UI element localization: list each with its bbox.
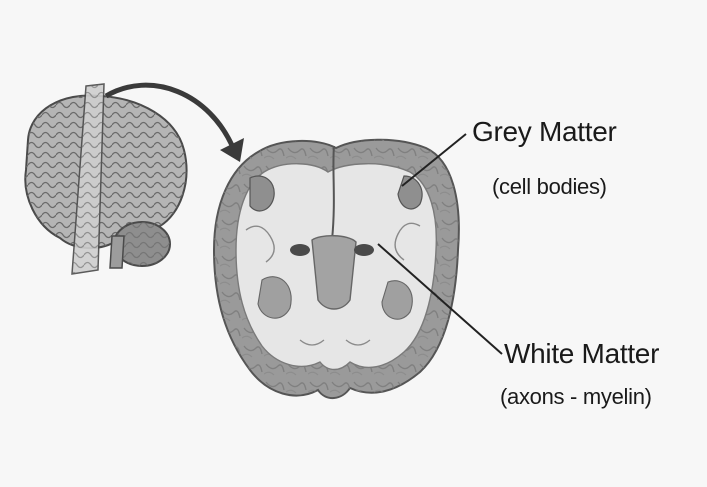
whole-brain-side-view — [25, 84, 186, 274]
white-matter-description: (axons - myelin) — [500, 384, 652, 410]
white-matter-label: White Matter — [504, 338, 659, 370]
grey-matter-description: (cell bodies) — [492, 174, 607, 200]
coronal-section — [214, 140, 459, 398]
grey-matter-label: Grey Matter — [472, 116, 617, 148]
